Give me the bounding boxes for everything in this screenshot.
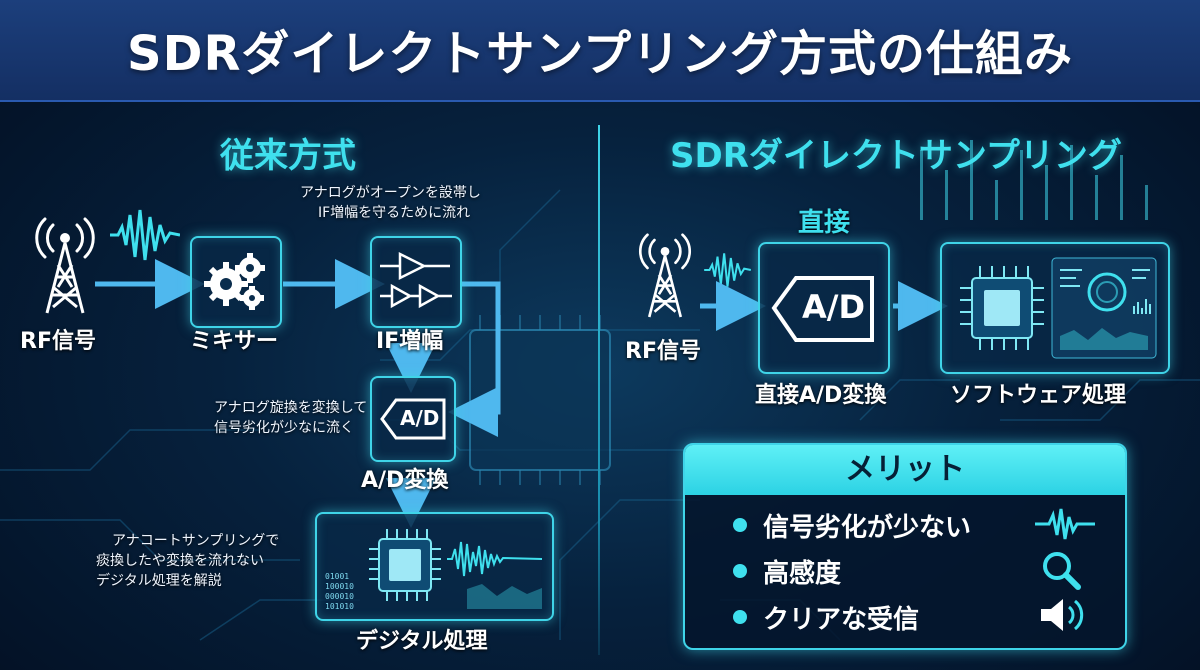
speaker-icon bbox=[1041, 599, 1084, 631]
digital-note-line-1: アナコートサンプリングで bbox=[112, 533, 280, 549]
ad-converter-icon bbox=[380, 398, 446, 440]
if-amplifier-box bbox=[370, 236, 462, 328]
page-title: SDRダイレクトサンプリング方式の仕組み bbox=[127, 26, 1073, 82]
if-note-line-2: IF増幅を守るために流れ bbox=[318, 205, 471, 221]
left-section-title: 従来方式 bbox=[220, 136, 356, 176]
digital-note-line-3: デジタル処理を解説 bbox=[96, 573, 222, 589]
section-divider bbox=[598, 125, 600, 655]
right-flow-arrows bbox=[700, 281, 948, 331]
merit-item-3: クリアな受信 bbox=[763, 605, 920, 635]
left-flow-arrows bbox=[95, 259, 501, 528]
bullet-dot bbox=[733, 518, 747, 532]
signal-wave-icon bbox=[110, 209, 180, 261]
digital-processing-box: 01001 100010 000010 101010 bbox=[315, 512, 554, 621]
signal-wave-icon bbox=[704, 253, 752, 287]
mixer-box bbox=[190, 236, 282, 328]
if-note-line-1: アナログがオープンを設帯し bbox=[300, 185, 481, 201]
digital-note-line-2: 痰換したや変換を流れない bbox=[96, 553, 264, 569]
digital-label: デジタル処理 bbox=[356, 629, 488, 654]
title-banner: SDRダイレクトサンプリング方式の仕組み bbox=[0, 0, 1200, 102]
left-rf-label: RF信号 bbox=[20, 329, 96, 354]
waveform-icon bbox=[1035, 508, 1095, 540]
antenna-icon bbox=[638, 233, 692, 318]
software-label: ソフトウェア処理 bbox=[950, 383, 1127, 408]
left-ad-label: A/D変換 bbox=[361, 468, 449, 493]
amplifier-icon bbox=[380, 251, 452, 309]
magnifier-icon bbox=[1043, 552, 1081, 590]
cpu-dashboard-icon bbox=[369, 529, 543, 609]
merit-item-2: 高感度 bbox=[763, 559, 842, 589]
right-section-title: SDRダイレクトサンプリング bbox=[670, 136, 1122, 176]
left-ad-box: A/D bbox=[370, 376, 456, 462]
bullet-dot bbox=[733, 610, 747, 624]
right-ad-box-text: A/D bbox=[802, 288, 866, 326]
merit-heading: メリット bbox=[845, 452, 965, 487]
merit-header: メリット bbox=[685, 445, 1125, 495]
gears-icon bbox=[204, 253, 265, 310]
direct-label: 直接 bbox=[798, 208, 851, 238]
ad-converter-icon bbox=[771, 276, 874, 342]
binary-text-2: 000010 bbox=[325, 592, 354, 601]
right-ad-label: 直接A/D変換 bbox=[755, 383, 887, 408]
mixer-label: ミキサー bbox=[190, 329, 279, 354]
bullet-dot bbox=[733, 564, 747, 578]
ad-note-line-2: 信号劣化が少なに流く bbox=[214, 420, 354, 436]
cpu-dashboard-icon bbox=[960, 257, 1157, 359]
right-rf-label: RF信号 bbox=[625, 339, 701, 364]
binary-text-3: 101010 bbox=[325, 602, 354, 611]
software-processing-box bbox=[940, 242, 1170, 374]
left-ad-box-text: A/D bbox=[400, 406, 440, 430]
ad-note-line-1: アナログ旋換を変換して bbox=[214, 400, 368, 416]
right-ad-box: A/D bbox=[758, 242, 890, 374]
binary-text-1: 100010 bbox=[325, 582, 354, 591]
merit-panel: メリット 信号劣化が少ない 高感度 クリアな受信 bbox=[683, 443, 1127, 650]
binary-text-0: 01001 bbox=[325, 572, 350, 581]
merit-item-1: 信号劣化が少ない bbox=[763, 513, 972, 543]
antenna-icon bbox=[35, 217, 95, 314]
if-label: IF増幅 bbox=[376, 329, 444, 354]
